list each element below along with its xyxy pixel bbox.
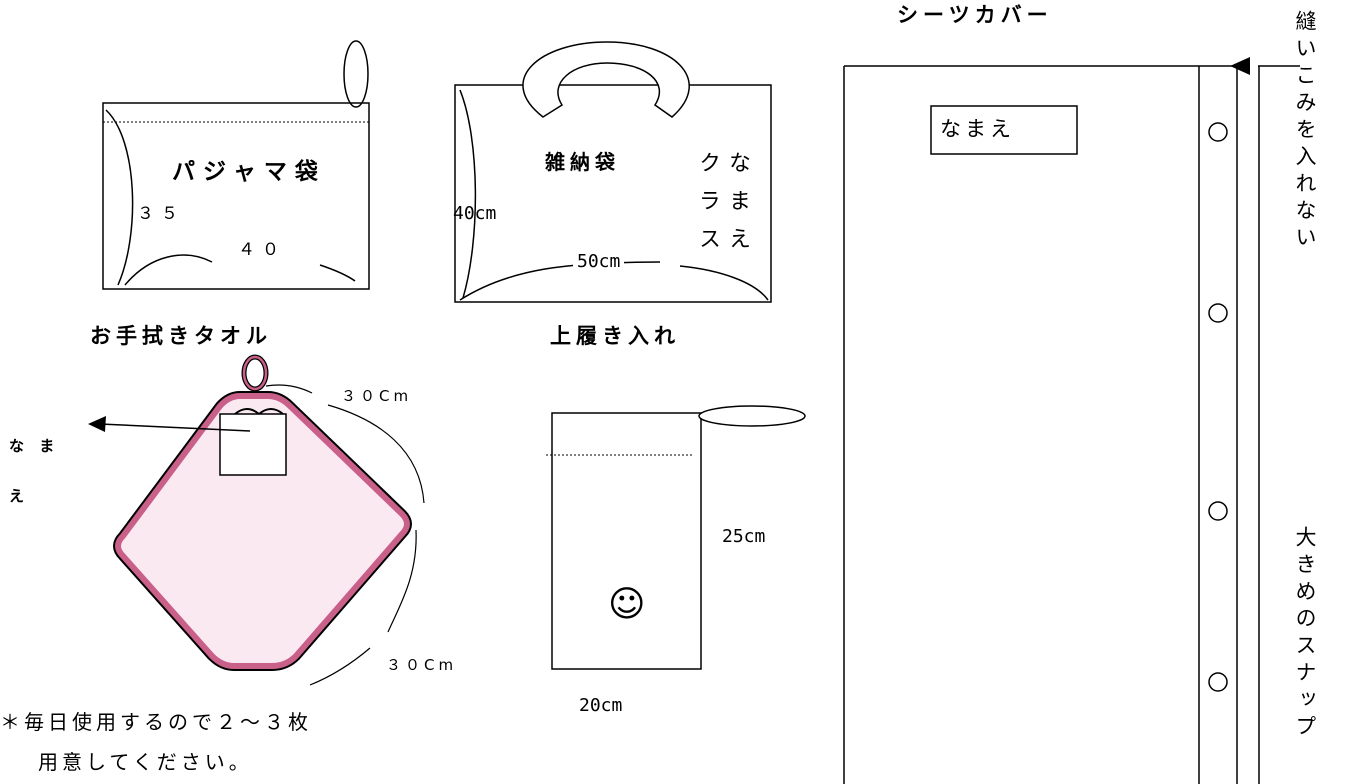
shoe-bag-height: 25cm: [722, 526, 766, 547]
shoe-bag-loop: [698, 405, 806, 427]
shoe-bag-drawing: [546, 405, 806, 670]
seam-arrow-head: [1230, 57, 1250, 75]
pajama-bag-drawing: [102, 40, 370, 290]
usage-note-line2: 用意してください。: [38, 750, 253, 774]
sheet-cover-name-box: [930, 105, 1078, 155]
towel-dimension-top: ３０Cm: [341, 387, 413, 405]
smiley-icon: ☺: [608, 584, 646, 625]
storage-bag-title: 雑納袋: [545, 150, 620, 174]
sheet-cover-title: シーツカバー: [897, 3, 1053, 27]
pajama-bag-dimension-a: ３５: [137, 204, 185, 224]
pajama-bag-fold-left: [105, 109, 134, 286]
towel-name-label-line1: な ま: [9, 437, 60, 455]
towel-dim-top-line-b: [327, 404, 425, 504]
shoe-bag-outline: [551, 412, 702, 670]
towel-dim-bottom-line-b: [309, 647, 371, 686]
pajama-bag-loop: [343, 40, 369, 108]
pajama-bag-dimension-b: ４０: [238, 240, 286, 260]
storage-bag-handle: [522, 41, 690, 118]
pajama-bag-title: パジャマ袋: [172, 159, 326, 185]
storage-bag-class-label: クラス: [695, 151, 720, 265]
storage-bag-width: 50cm: [573, 253, 625, 271]
snap-circle: [1208, 122, 1228, 142]
towel-name-label-line2: え: [9, 487, 25, 505]
pajama-bag-fold-right: [319, 264, 356, 282]
towel-hanging-loop-color: [242, 355, 268, 391]
storage-bag-fold-left: [459, 89, 477, 299]
storage-bag-name-label: なまえ: [725, 151, 750, 265]
sheet-cover-name-box-label: なまえ: [940, 117, 1015, 141]
towel-name-arrow-line: [99, 423, 251, 432]
seam-note: 縫いこみを入れない: [1293, 10, 1317, 253]
towel-name-tag: [219, 413, 287, 476]
shoe-bag-title: 上履き入れ: [550, 324, 680, 348]
usage-note-line1: ＊毎日使用するので２～３枚: [0, 710, 312, 734]
storage-bag-drawing: [454, 41, 772, 303]
snap-note: 大きめのスナップ: [1293, 526, 1317, 742]
storage-bag-fold-right: [679, 265, 769, 301]
towel-title: お手拭きタオル: [90, 324, 272, 348]
towel-dimension-bottom: ３０Cm: [386, 656, 458, 674]
snap-circle: [1208, 501, 1228, 521]
pajama-bag-outline: [102, 102, 370, 290]
snap-circle: [1208, 672, 1228, 692]
sheet-cover-drawing: [843, 57, 1300, 784]
storage-bag-height: 40cm: [453, 203, 497, 224]
snap-circle: [1208, 303, 1228, 323]
towel-name-arrow-head: [88, 416, 106, 432]
towel-body: [115, 393, 410, 669]
pajama-bag-fold-bottom: [124, 254, 213, 286]
storage-bag-fold-bottom: [459, 261, 661, 301]
towel-dim-bottom-line-a: [387, 529, 417, 633]
shoe-bag-width: 20cm: [579, 695, 623, 716]
storage-bag-outline: [454, 84, 772, 303]
towel-dim-top-line-a: [265, 384, 313, 394]
towel-drawing: [88, 354, 425, 686]
